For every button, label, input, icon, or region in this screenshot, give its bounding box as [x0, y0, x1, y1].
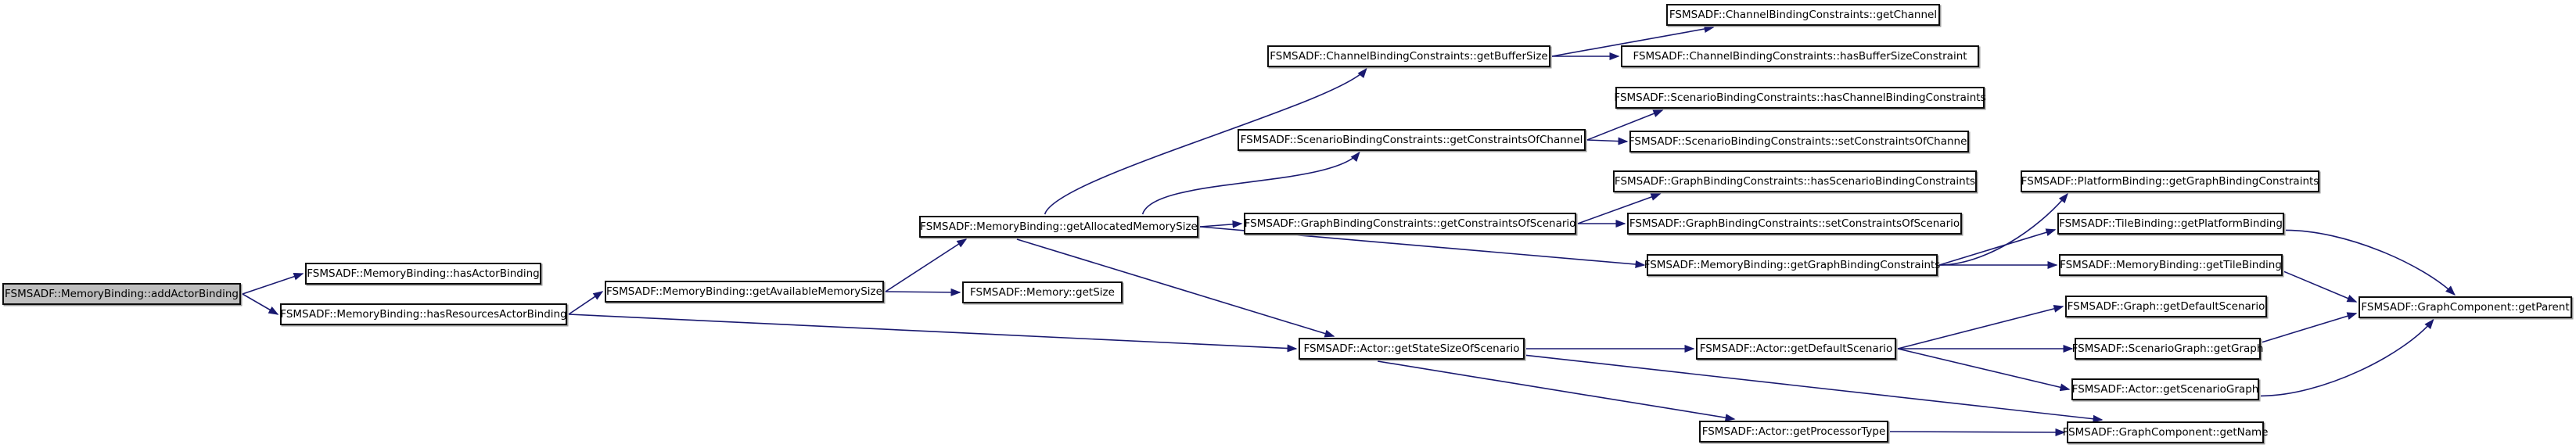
node-actor-getstatesizeofscenario[interactable]: FSMSADF::Actor::getStateSizeOfScenario	[1299, 338, 1525, 360]
node-channelbindingconstraints-getchannel[interactable]: FSMSADF::ChannelBindingConstraints::getC…	[1666, 4, 1940, 26]
node-scenariobindingconstraints-getconstraintsofchannel[interactable]: FSMSADF::ScenarioBindingConstraints::get…	[1238, 129, 1586, 151]
node-memorybinding-getgraphbindingconstraints[interactable]: FSMSADF::MemoryBinding::getGraphBindingC…	[1644, 254, 1940, 276]
node-scenariograph-getgraph[interactable]: FSMSADF::ScenarioGraph::getGraph	[2072, 338, 2263, 360]
edge-getAllocatedMemorySize-getBufferSize	[1044, 67, 1367, 215]
edge-addActorBinding-hasActorBinding	[242, 272, 304, 295]
edge-mbGetTileBinding-gcGetParent	[2283, 271, 2358, 303]
node-actor-getprocessortype[interactable]: FSMSADF::Actor::getProcessorType	[1699, 421, 1888, 443]
node-platformbinding-getgraphbindingconstraints[interactable]: FSMSADF::PlatformBinding::getGraphBindin…	[2021, 170, 2319, 192]
node-scenariobindingconstraints-setconstraintsofchannel[interactable]: FSMSADF::ScenarioBindingConstraints::set…	[1629, 131, 1970, 152]
node-memorybinding-getallocatedmemorysize[interactable]: FSMSADF::MemoryBinding::getAllocatedMemo…	[919, 216, 1198, 238]
node-memorybinding-hasactorbinding[interactable]: FSMSADF::MemoryBinding::hasActorBinding	[305, 263, 541, 285]
edge-getStateSizeOfScenario-getProcessorType	[1378, 360, 1736, 422]
edge-actorGetDefaultScenario-graphGetDefaultScenario	[1897, 305, 2064, 349]
node-graphbindingconstraints-getconstraintsofscenario[interactable]: FSMSADF::GraphBindingConstraints::getCon…	[1244, 213, 1576, 235]
edge-addActorBinding-hasResourcesActorBinding	[242, 293, 279, 315]
node-memorybinding-gettilebinding[interactable]: FSMSADF::MemoryBinding::getTileBinding	[2059, 254, 2283, 276]
node-channelbindingconstraints-hasbuffersizeconstraint[interactable]: FSMSADF::ChannelBindingConstraints::hasB…	[1621, 45, 1979, 67]
edge-getAvailableMemorySize-getAllocatedMemorySize	[885, 238, 968, 292]
edge-actorGetScenarioGraph-gcGetParent	[2260, 318, 2434, 397]
node-graphcomponent-getname[interactable]: FSMSADF::GraphComponent::getName	[2063, 421, 2268, 443]
edge-hasResourcesActorBinding-getAvailableMemorySize	[568, 291, 604, 315]
edge-actorGetDefaultScenario-actorGetScenarioGraph	[1897, 348, 2071, 392]
node-memory-getsize[interactable]: FSMSADF::Memory::getSize	[962, 281, 1123, 303]
node-tilebinding-getplatformbinding[interactable]: FSMSADF::TileBinding::getPlatformBinding	[2057, 213, 2284, 235]
edge-getConstraintsOfScenario-hasScenarioBindingConstraints	[1577, 193, 1662, 224]
node-scenariobindingconstraints-haschannelbindingconstraints[interactable]: FSMSADF::ScenarioBindingConstraints::has…	[1614, 87, 1986, 109]
node-memorybinding-hasresourcesactorbinding[interactable]: FSMSADF::MemoryBinding::hasResourcesActo…	[280, 303, 567, 325]
edge-getAllocatedMemorySize-getConstraintsOfScenario	[1199, 220, 1243, 228]
node-actor-getdefaultscenario[interactable]: FSMSADF::Actor::getDefaultScenario	[1696, 338, 1896, 360]
edge-sgGetGraph-gcGetParent	[2262, 312, 2358, 343]
node-graph-getdefaultscenario[interactable]: FSMSADF::Graph::getDefaultScenario	[2065, 296, 2267, 317]
edge-getConstraintsOfChannel-setConstraintsOfChannel	[1586, 137, 1629, 145]
edge-getConstraintsOfChannel-hasChannelBindingConstraints	[1586, 109, 1664, 141]
edge-mbGetGraphBindingConstraints-tbGetPlatformBinding	[1938, 228, 2057, 266]
edge-getAllocatedMemorySize-getStateSizeOfScenario	[1016, 238, 1335, 338]
node-memorybinding-addactorbinding[interactable]: FSMSADF::MemoryBinding::addActorBinding	[2, 283, 241, 305]
edge-getStateSizeOfScenario-gcGetName	[1525, 354, 2104, 423]
node-channelbindingconstraints-getbuffersize[interactable]: FSMSADF::ChannelBindingConstraints::getB…	[1267, 45, 1550, 67]
edge-mbGetGraphBindingConstraints-pbGetGraphBindingConstraints	[1938, 192, 2068, 266]
edge-hasResourcesActorBinding-getStateSizeOfScenario	[568, 314, 1298, 353]
node-graphcomponent-getparent[interactable]: FSMSADF::GraphComponent::getParent	[2359, 296, 2572, 318]
node-memorybinding-getavailablememorysize[interactable]: FSMSADF::MemoryBinding::getAvailableMemo…	[605, 281, 884, 303]
edge-tbGetPlatformBinding-gcGetParent	[2285, 229, 2456, 296]
node-graphbindingconstraints-hasscenariobindingconstraints[interactable]: FSMSADF::GraphBindingConstraints::hasSce…	[1613, 170, 1977, 192]
edge-getBufferSize-getChannel	[1551, 25, 1715, 57]
node-graphbindingconstraints-setconstraintsofscenario[interactable]: FSMSADF::GraphBindingConstraints::setCon…	[1627, 213, 1962, 235]
node-actor-getscenariograph[interactable]: FSMSADF::Actor::getScenarioGraph	[2071, 378, 2259, 400]
edge-getAllocatedMemorySize-getConstraintsOfChannel	[1141, 151, 1360, 215]
